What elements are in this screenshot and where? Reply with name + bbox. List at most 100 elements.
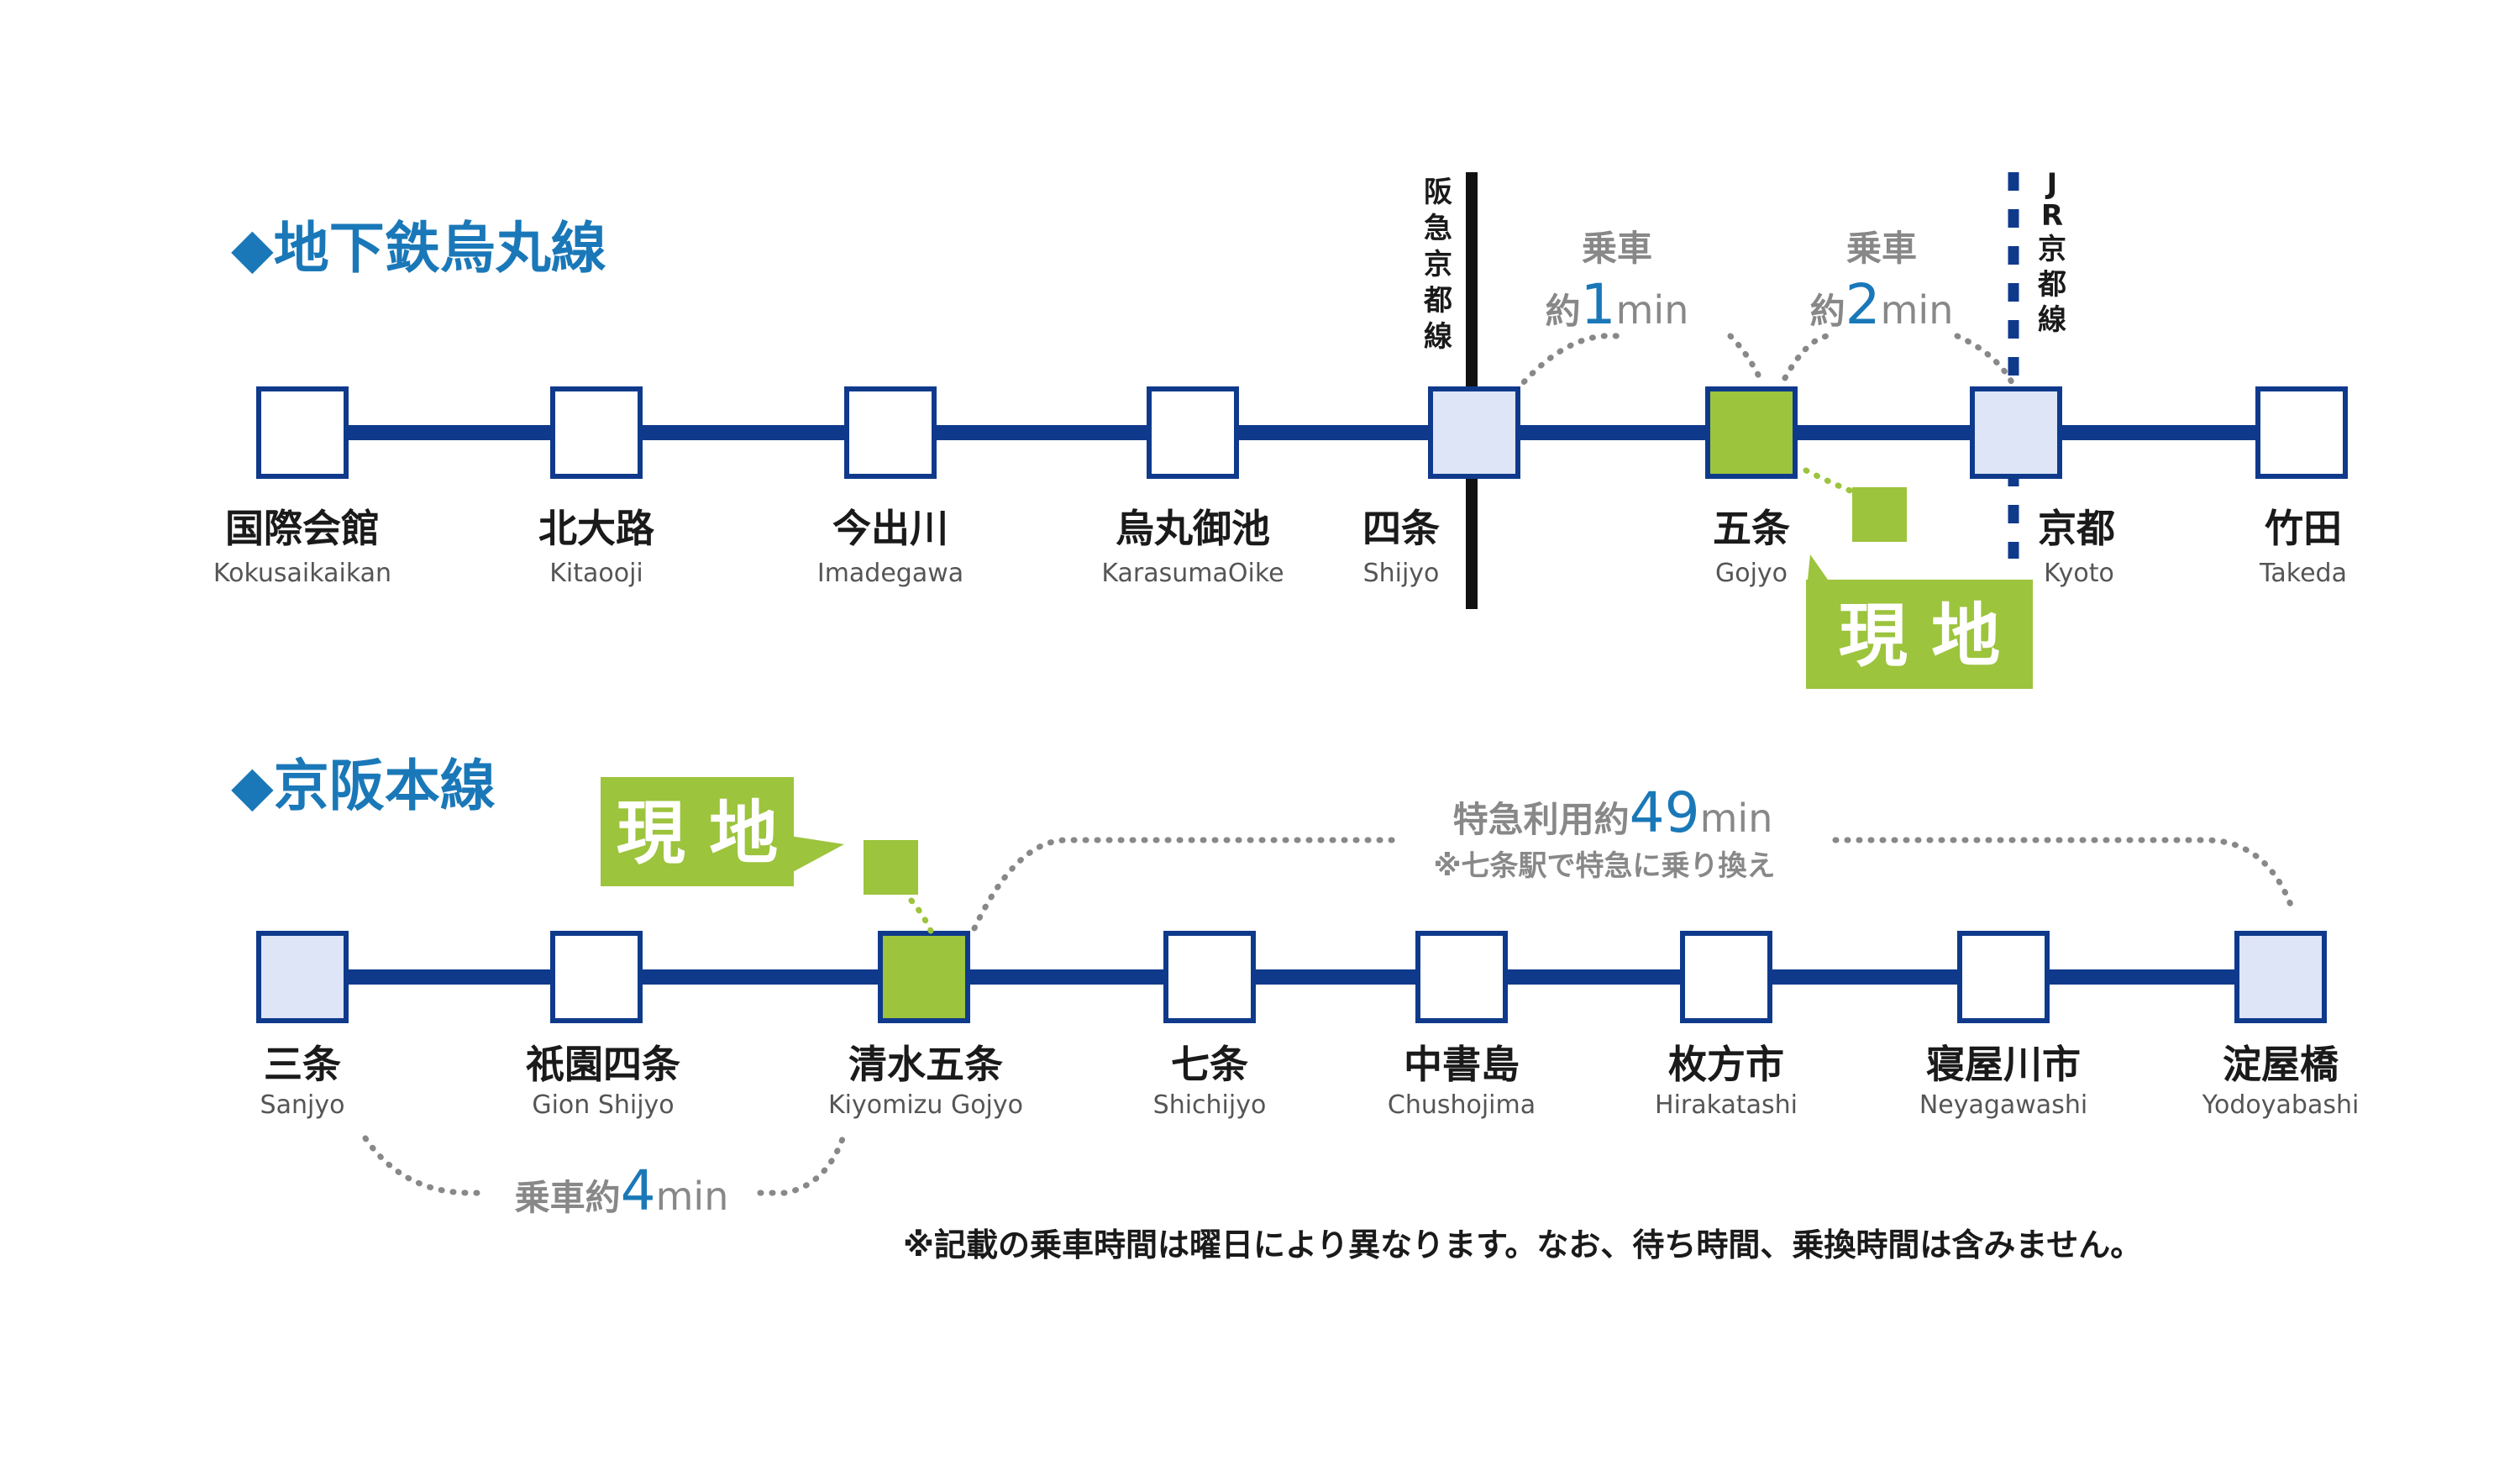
station-name-en: Gojyo bbox=[1715, 559, 1788, 588]
station-name-en: Kyoto bbox=[2044, 559, 2114, 588]
station-chushojima[interactable]: 中書島 Chushojima bbox=[1388, 931, 1536, 1120]
callout-box bbox=[1806, 580, 2033, 689]
ride-2-duration: 約2min bbox=[1810, 272, 1954, 337]
ride-1-label: 乗車 bbox=[1582, 228, 1652, 269]
station-name-en: Kokusaikaikan bbox=[213, 559, 391, 588]
jr-char-2: R bbox=[2041, 199, 2063, 233]
callout-pointer bbox=[790, 836, 844, 874]
station-name-en: Imadegawa bbox=[817, 559, 963, 588]
local-ride-duration: 乗車約4min bbox=[515, 1158, 729, 1223]
station-marker bbox=[1970, 386, 2062, 479]
station-name-en: Neyagawashi bbox=[1919, 1090, 2087, 1120]
station-gojyo[interactable]: 五条 Gojyo bbox=[1705, 386, 1798, 588]
ride-2-unit: min bbox=[1881, 287, 1954, 333]
station-name-en: Shichijyo bbox=[1153, 1090, 1267, 1120]
ride-2-dotted-connector-end bbox=[1954, 333, 2015, 386]
station-name-jp: 竹田 bbox=[2265, 506, 2342, 551]
jr-char-4: 都 bbox=[2037, 268, 2066, 302]
station-kiyomizu-gojyo[interactable]: 清水五条 Kiyomizu Gojyo bbox=[828, 931, 1023, 1120]
station-yodoyabashi[interactable]: 淀屋橋 Yodoyabashi bbox=[2202, 931, 2360, 1120]
station-name-jp: 北大路 bbox=[538, 506, 655, 551]
station-name-en: Yodoyabashi bbox=[2202, 1090, 2360, 1120]
callout-here-label: 現 地 bbox=[617, 794, 779, 874]
station-sanjyo[interactable]: 三条 Sanjyo bbox=[256, 931, 349, 1120]
station-karasuma-oike[interactable]: 烏丸御池 KarasumaOike bbox=[1101, 386, 1284, 588]
station-marker bbox=[1163, 931, 1256, 1023]
karasuma-line-title: ◆地下鉄烏丸線 bbox=[231, 216, 606, 281]
hankyu-char-4: 都 bbox=[1423, 284, 1452, 318]
station-imadegawa[interactable]: 今出川 Imadegawa bbox=[817, 386, 963, 588]
station-name-en: Sanjyo bbox=[260, 1090, 345, 1120]
jr-char-3: 京 bbox=[2038, 233, 2066, 266]
station-hirakatashi[interactable]: 枚方市 Hirakatashi bbox=[1655, 931, 1798, 1120]
station-marker bbox=[2234, 931, 2327, 1023]
express-ride-dotted-connector-end bbox=[1832, 837, 2297, 915]
station-name-en: Kitaooji bbox=[549, 559, 643, 588]
station-marker bbox=[1415, 931, 1508, 1023]
current-location-callout-karasuma: 現 地 bbox=[1803, 467, 2033, 689]
station-name-en: Hirakatashi bbox=[1655, 1090, 1798, 1120]
express-ride-label: 特急利用約 bbox=[1453, 799, 1630, 840]
station-marker bbox=[256, 931, 349, 1023]
hankyu-char-3: 京 bbox=[1424, 248, 1452, 281]
station-shijyo[interactable]: 四条 Shijyo bbox=[1362, 386, 1520, 588]
ride-1-prefix: 約 bbox=[1546, 291, 1581, 332]
station-marker bbox=[1147, 386, 1239, 479]
ride-2-label: 乗車 bbox=[1846, 228, 1917, 269]
callout-dotted-leader bbox=[908, 897, 934, 934]
station-kitaooji[interactable]: 北大路 Kitaooji bbox=[538, 386, 655, 588]
hankyu-line-label: 阪 急 京 都 線 bbox=[1423, 176, 1452, 354]
local-ride-number: 4 bbox=[621, 1158, 656, 1223]
station-neyagawashi[interactable]: 寝屋川市 Neyagawashi bbox=[1919, 931, 2087, 1120]
station-name-en: KarasumaOike bbox=[1101, 559, 1284, 588]
callout-here-label: 現 地 bbox=[1839, 596, 2001, 676]
station-name-jp: 京都 bbox=[2038, 506, 2115, 551]
callout-marker-square bbox=[864, 840, 918, 895]
station-marker bbox=[1428, 386, 1520, 479]
local-ride-dotted-connector-end bbox=[757, 1131, 848, 1196]
station-name-jp: 七条 bbox=[1171, 1042, 1248, 1087]
local-ride-unit: min bbox=[656, 1174, 729, 1219]
station-name-jp: 今出川 bbox=[832, 506, 948, 551]
station-name-jp: 祇園四条 bbox=[526, 1042, 680, 1087]
keihan-line-title: ◆京阪本線 bbox=[231, 754, 496, 818]
callout-dotted-leader bbox=[1803, 467, 1856, 495]
express-ride-dotted-connector bbox=[971, 837, 1402, 932]
callout-box bbox=[601, 777, 794, 886]
local-ride-label: 乗車約 bbox=[515, 1177, 621, 1218]
ride-1-dotted-connector-end bbox=[1727, 333, 1763, 381]
station-kokusaikaikan[interactable]: 国際会館 Kokusaikaikan bbox=[213, 386, 391, 588]
station-marker bbox=[1705, 386, 1798, 479]
hankyu-char-1: 阪 bbox=[1424, 176, 1452, 209]
ride-2-prefix: 約 bbox=[1810, 291, 1845, 332]
express-ride-unit: min bbox=[1700, 796, 1773, 841]
station-gion-shijyo[interactable]: 祇園四条 Gion Shijyo bbox=[526, 931, 680, 1120]
jr-char-1: J bbox=[2045, 167, 2058, 201]
express-ride-number: 49 bbox=[1630, 780, 1700, 845]
station-name-jp: 国際会館 bbox=[225, 506, 380, 551]
ride-2-dotted-connector bbox=[1782, 333, 1830, 381]
local-ride-dotted-connector bbox=[362, 1135, 486, 1196]
ride-1-unit: min bbox=[1616, 287, 1689, 333]
station-name-jp: 烏丸御池 bbox=[1116, 506, 1270, 551]
station-marker bbox=[550, 931, 643, 1023]
current-location-callout-keihan: 現 地 bbox=[601, 777, 934, 934]
station-kyoto[interactable]: 京都 Kyoto bbox=[1970, 386, 2115, 588]
station-name-jp: 枚方市 bbox=[1668, 1042, 1784, 1087]
station-name-en: Chushojima bbox=[1388, 1090, 1536, 1120]
station-takeda[interactable]: 竹田 Takeda bbox=[2255, 386, 2348, 588]
station-marker bbox=[878, 931, 970, 1023]
hankyu-char-5: 線 bbox=[1424, 320, 1452, 354]
station-shichijyo[interactable]: 七条 Shichijyo bbox=[1153, 931, 1267, 1120]
jr-line-label: J R 京 都 線 bbox=[2037, 167, 2066, 337]
station-name-en: Kiyomizu Gojyo bbox=[828, 1090, 1023, 1120]
ride-1-dotted-connector bbox=[1513, 333, 1620, 394]
station-name-jp: 五条 bbox=[1713, 506, 1790, 551]
station-marker bbox=[1680, 931, 1772, 1023]
station-name-en: Gion Shijyo bbox=[532, 1090, 674, 1120]
station-name-jp: 四条 bbox=[1362, 506, 1440, 551]
ride-1-number: 1 bbox=[1581, 272, 1616, 337]
station-marker bbox=[2255, 386, 2348, 479]
